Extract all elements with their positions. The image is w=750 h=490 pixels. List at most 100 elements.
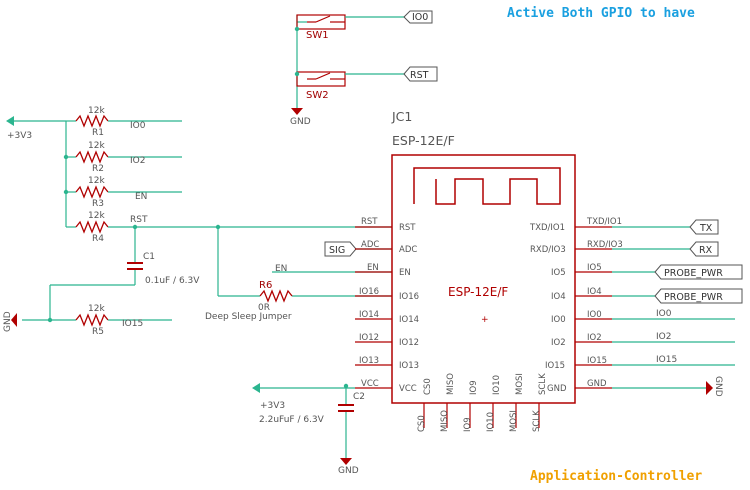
switch-sw1: [296, 14, 405, 30]
svg-text:PROBE_PWR: PROBE_PWR: [664, 292, 723, 303]
vcc-label-left: +3V3: [7, 131, 32, 141]
svg-text:IO9: IO9: [463, 417, 473, 432]
chip-left-net-labels: RST ADC EN IO16 IO14 IO12 IO13 VCC: [359, 217, 379, 389]
net-io0-right: IO0: [656, 309, 672, 319]
chip-body: [391, 154, 576, 404]
jumper-wire: [217, 227, 392, 297]
chip-inner-label: ESP-12E/F: [448, 285, 508, 299]
en-wire-label: EN: [275, 264, 287, 274]
svg-text:IO10: IO10: [492, 375, 502, 395]
svg-text:IO13: IO13: [359, 356, 379, 366]
svg-text:IO2: IO2: [551, 338, 566, 348]
gnd-label-right: GND: [713, 376, 723, 397]
rst-node-label: RST: [130, 215, 148, 225]
svg-text:EN: EN: [367, 263, 379, 273]
r5-value: 12k: [88, 304, 105, 314]
chip-center-mark: +: [481, 315, 489, 325]
capacitor-c1: [49, 227, 143, 320]
switch-sw2: [296, 29, 405, 108]
chip-right-net-labels: TXD/IO1 RXD/IO3 IO5 IO4 IO0 IO2 IO15 GND: [586, 217, 623, 389]
svg-text:TXD/IO1: TXD/IO1: [586, 217, 622, 227]
r2-ref: R2: [92, 164, 104, 174]
svg-text:CS0: CS0: [423, 378, 433, 395]
svg-text:MISO: MISO: [446, 373, 456, 395]
svg-text:IO15: IO15: [545, 361, 565, 371]
svg-text:IO12: IO12: [399, 338, 419, 348]
svg-text:GND: GND: [547, 384, 567, 394]
vcc-arrow-icon: [252, 383, 260, 393]
rail-3v3: [12, 120, 76, 228]
vcc-arrow-icon: [6, 116, 14, 126]
r2-value: 12k: [88, 141, 105, 151]
svg-text:CS0: CS0: [417, 415, 427, 432]
svg-text:RX: RX: [699, 245, 713, 256]
chip-left-pins: [355, 226, 392, 389]
resistor-r6: [259, 289, 293, 303]
svg-text:SCLK: SCLK: [532, 410, 542, 432]
chip-antenna: [413, 167, 561, 205]
c1-ref: C1: [143, 252, 155, 262]
vcc-label-bottom: +3V3: [260, 401, 285, 411]
r4-value: 12k: [88, 211, 105, 221]
resistor-r4: [75, 220, 392, 234]
r5-ref: R5: [92, 327, 104, 337]
chip-right-pins: [575, 226, 612, 389]
chip-bottom-pin-labels: CS0 MISO IO9 IO10 MOSI SCLK: [423, 373, 548, 395]
chip-left-pin-labels: RST ADC EN IO16 IO14 IO12 IO13 VCC: [399, 223, 419, 394]
r2-net: IO2: [130, 156, 145, 166]
r3-net: EN: [135, 192, 147, 202]
chip-right-pin-labels: TXD/IO1 RXD/IO3 IO5 IO4 IO0 IO2 IO15 GND: [529, 223, 567, 394]
tag-probe-pwr-1: PROBE_PWR: [654, 264, 743, 280]
junction-dot: [63, 154, 69, 160]
svg-text:RST: RST: [410, 70, 429, 81]
svg-text:IO12: IO12: [359, 333, 379, 343]
junction-dot: [47, 317, 53, 323]
svg-text:TX: TX: [699, 223, 713, 234]
svg-text:RXD/IO3: RXD/IO3: [530, 245, 566, 255]
svg-text:VCC: VCC: [399, 384, 417, 394]
gnd-symbol: [291, 108, 303, 115]
r6-caption: Deep Sleep Jumper: [205, 312, 292, 322]
svg-text:IO5: IO5: [551, 268, 566, 278]
tag-rx: RX: [689, 241, 719, 257]
resistor-r5: [22, 313, 172, 327]
svg-text:IO16: IO16: [359, 287, 379, 297]
svg-text:IO5: IO5: [587, 263, 602, 273]
svg-text:TXD/IO1: TXD/IO1: [529, 223, 565, 233]
capacitor-c2: [338, 404, 354, 412]
svg-text:ADC: ADC: [361, 240, 379, 250]
svg-text:MISO: MISO: [440, 410, 450, 432]
gnd-symbol: [706, 381, 713, 395]
r4-ref: R4: [92, 234, 104, 244]
tag-rst-top: RST: [403, 66, 438, 82]
r1-ref: R1: [92, 128, 104, 138]
net-io2-right: IO2: [656, 332, 671, 342]
r1-value: 12k: [88, 106, 105, 116]
c2-ref: C2: [353, 392, 365, 402]
svg-text:IO16: IO16: [399, 292, 419, 302]
r6-value: 0R: [258, 303, 270, 313]
svg-text:PROBE_PWR: PROBE_PWR: [664, 268, 723, 279]
svg-text:VCC: VCC: [361, 379, 379, 389]
svg-text:IO13: IO13: [399, 361, 419, 371]
gnd-label-left: GND: [3, 311, 13, 332]
r3-ref: R3: [92, 199, 104, 209]
gnd-label-sw: GND: [290, 117, 311, 127]
chip-ref: JC1: [391, 109, 412, 124]
svg-text:MOSI: MOSI: [509, 410, 519, 432]
svg-text:IO0: IO0: [551, 315, 566, 325]
tag-probe-pwr-2: PROBE_PWR: [654, 288, 743, 304]
svg-text:ADC: ADC: [399, 245, 417, 255]
junction-dot: [63, 189, 69, 195]
gnd-symbol: [11, 313, 17, 327]
right-wires: [612, 226, 735, 389]
svg-text:IO15: IO15: [587, 356, 607, 366]
tag-tx: TX: [689, 219, 719, 235]
svg-text:IO14: IO14: [359, 310, 379, 320]
r1-net: IO0: [130, 121, 146, 131]
svg-text:GND: GND: [587, 379, 607, 389]
svg-text:IO2: IO2: [587, 333, 602, 343]
junction-dot: [294, 71, 300, 77]
net-io15-right: IO15: [656, 355, 677, 365]
